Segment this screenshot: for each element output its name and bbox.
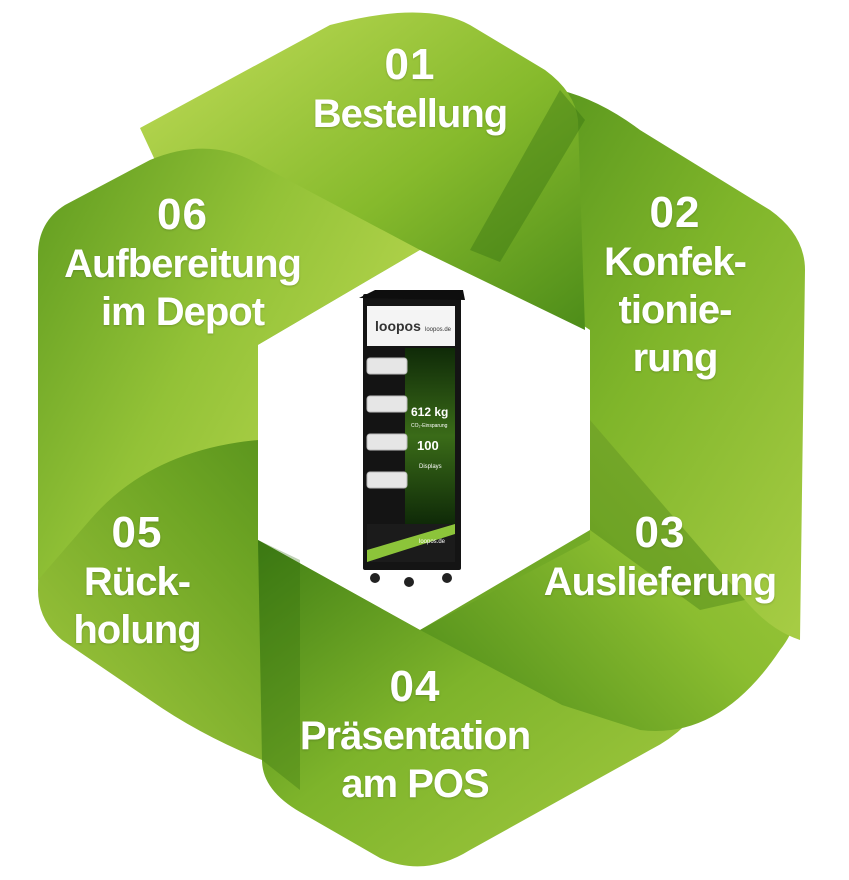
step-04: 04 Präsentation am POS: [280, 662, 550, 808]
step-label: Rück- holung: [52, 558, 222, 654]
step-label-line: Auslieferung: [543, 560, 777, 604]
rack-stat-2-caption: Displays: [419, 464, 442, 470]
rack-shelves: [366, 357, 408, 489]
step-label: Auslieferung: [530, 558, 790, 606]
rack-roof: [359, 290, 465, 300]
rack-wheel: [370, 573, 380, 583]
fold-shadow: [258, 540, 300, 790]
step-label-line: rung: [632, 336, 719, 380]
step-label-line: Aufbereitung: [64, 242, 302, 286]
step-01: 01 Bestellung: [290, 40, 530, 138]
rack-stat-1-caption: CO₂-Einsparung: [411, 423, 448, 429]
rack-wheel: [404, 577, 414, 587]
step-03: 03 Auslieferung: [530, 508, 790, 606]
step-label-line: tionie-: [618, 288, 733, 332]
step-02: 02 Konfek- tionie- rung: [590, 188, 760, 382]
step-05: 05 Rück- holung: [52, 508, 222, 654]
step-label-line: im Depot: [100, 290, 265, 334]
step-label-line: Bestellung: [312, 92, 508, 136]
rack-stat-2: 100: [417, 438, 439, 453]
rack-wheel: [442, 573, 452, 583]
step-label: Aufbereitung im Depot: [55, 240, 310, 336]
fold-shadow: [470, 90, 585, 262]
step-label: Präsentation am POS: [280, 712, 550, 808]
fold-shadow: [590, 420, 745, 610]
step-label-line: am POS: [341, 762, 489, 806]
step-label: Bestellung: [290, 90, 530, 138]
step-number: 05: [111, 508, 163, 557]
step-number: 01: [384, 40, 436, 89]
rack-header-panel: [367, 306, 455, 346]
step-number: 02: [649, 188, 701, 237]
step-label-line: Konfek-: [604, 240, 747, 284]
step-number: 03: [634, 508, 686, 557]
step-label-line: Präsentation: [299, 714, 531, 758]
rack-camo-panel: [405, 348, 455, 524]
band-step-06: [38, 148, 420, 581]
step-label-line: Rück-: [83, 560, 191, 604]
step-number: 04: [389, 662, 441, 711]
rack-base-stripe: [367, 524, 455, 562]
rack-footer-text: loopos.de: [419, 539, 446, 545]
display-rack-image: loopos loopos.de 612 kg CO₂-Einsparung 1…: [359, 290, 465, 587]
rack-stat-1: 612 kg: [411, 405, 448, 419]
step-label-line: holung: [73, 608, 201, 652]
step-label: Konfek- tionie- rung: [590, 238, 760, 382]
rack-website: loopos.de: [425, 327, 452, 333]
step-number: 06: [157, 190, 208, 239]
step-06: 06 Aufbereitung im Depot: [55, 190, 310, 336]
rack-brand: loopos: [375, 318, 421, 334]
